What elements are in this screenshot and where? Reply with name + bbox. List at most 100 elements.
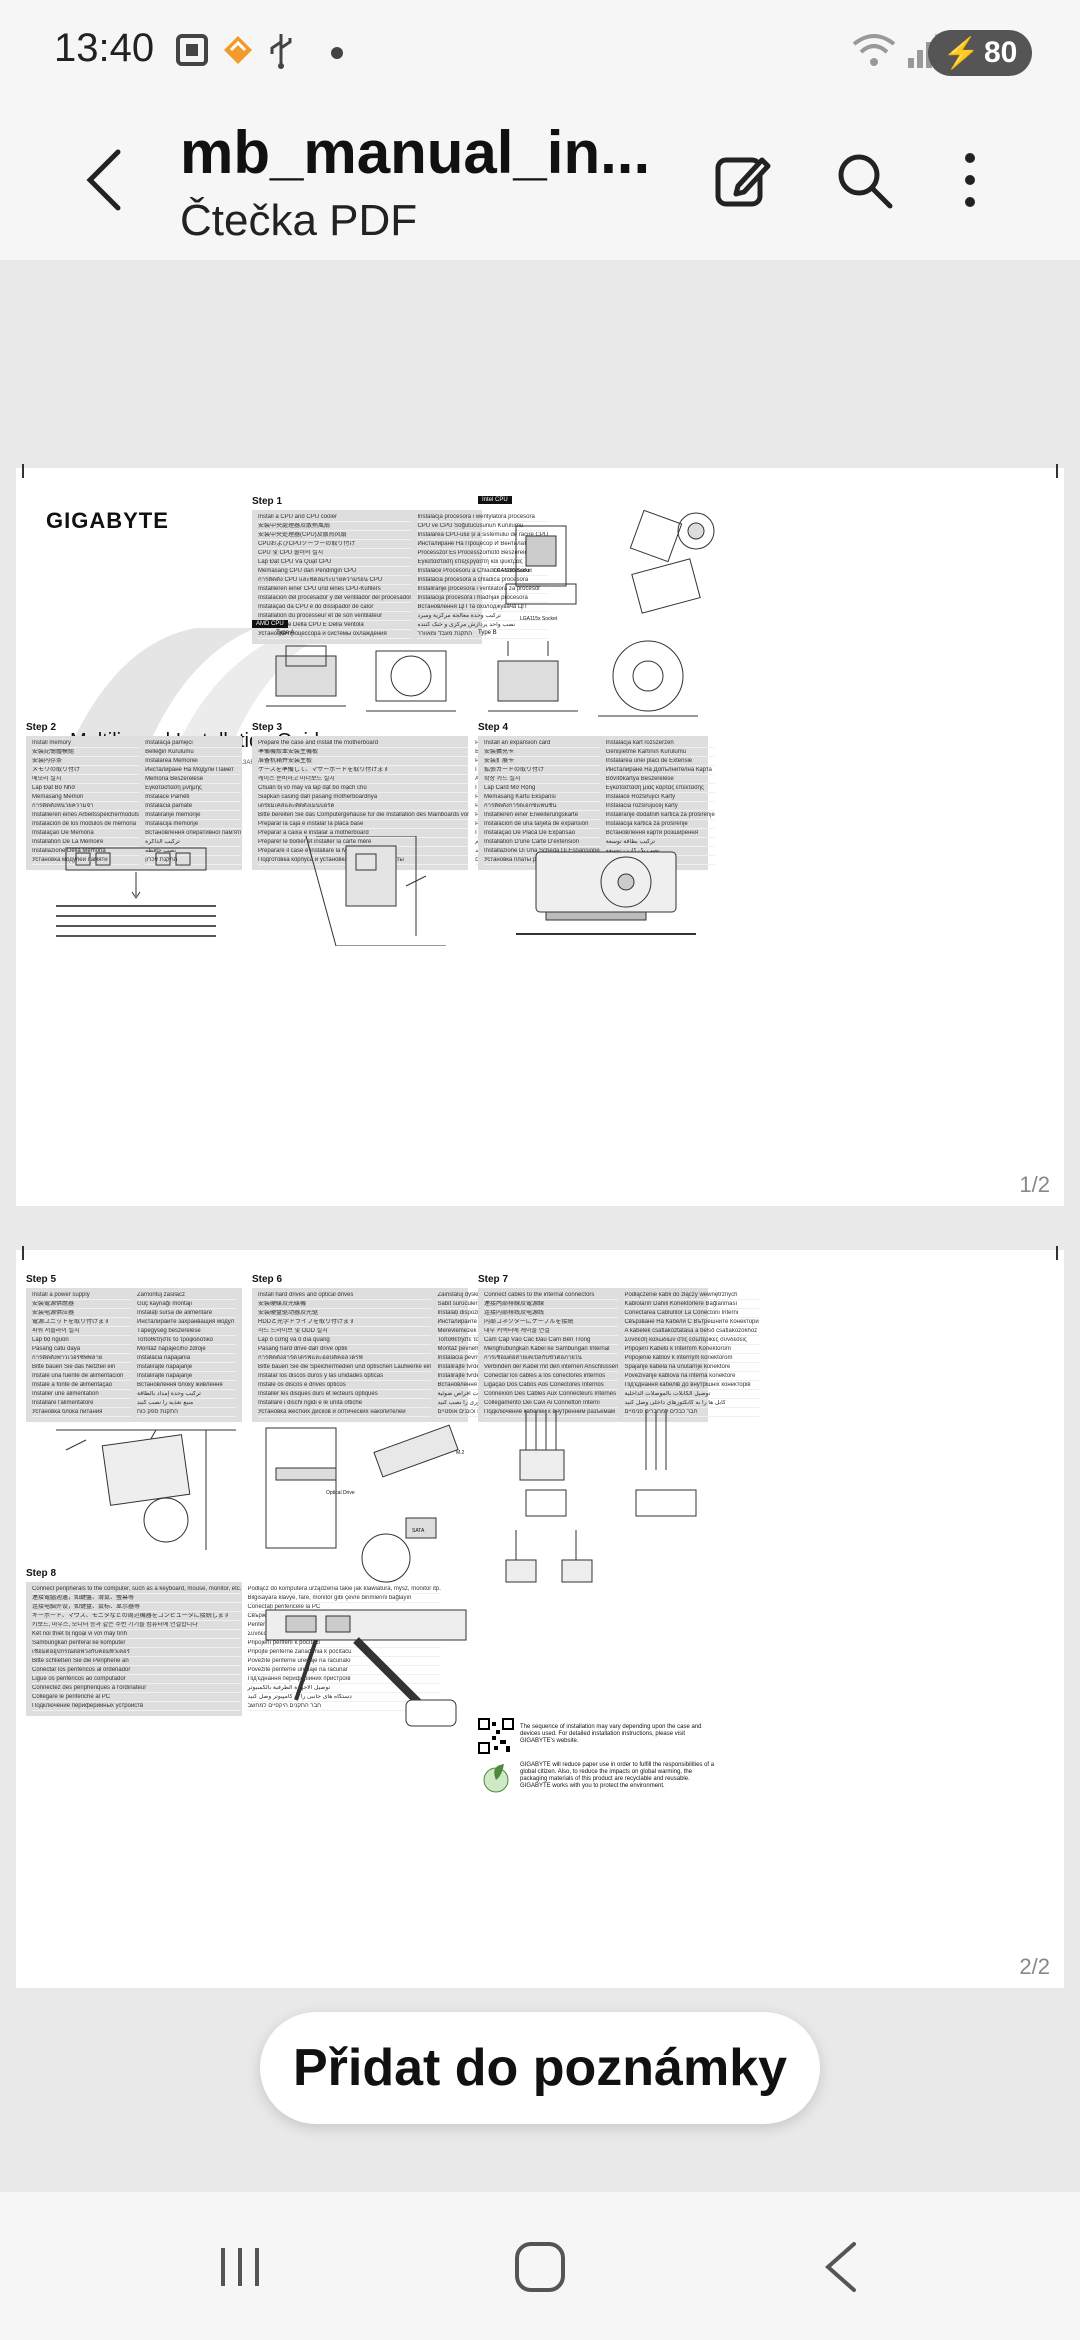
language-line: Connectez des périphériques à l'ordinate…	[32, 1685, 242, 1693]
language-line: Kết nối thiết bị ngoại vi với máy tính	[32, 1631, 242, 1639]
language-line: Bilgisayara klavye, fare, monitör gibi ç…	[247, 1595, 441, 1603]
language-line: Installieren eines Arbeitsspeichermoduls	[32, 812, 140, 820]
language-line: 파워 서플라이 설치	[32, 1328, 131, 1336]
sata-label: SATA	[412, 1528, 425, 1534]
language-line: Chuẩn bị vỏ máy và lắp đặt bo mạch chủ	[258, 785, 470, 793]
step-8-left-col: Connect peripherals to the computer, suc…	[32, 1586, 242, 1712]
language-line: Inštalácia rozširujúcej karty	[605, 803, 715, 811]
installation-sequence-note: The sequence of installation may vary de…	[520, 1724, 702, 1744]
language-line: Install a CPU and CPU cooler	[258, 514, 412, 522]
language-line: Τοποθετήστε το τροφοδοτικό	[137, 1337, 236, 1345]
language-line: Встановлення ЦП та охолоджувача ЦП	[417, 604, 549, 612]
language-line: Inštalácia procesora a chladiča procesor…	[417, 577, 549, 585]
language-line: Bitte bauen Sie das Netzteil ein	[32, 1364, 131, 1372]
language-line: Instalace Rozšiřující Karty	[605, 794, 715, 802]
language-line: 安装电源供应器	[32, 1310, 131, 1318]
language-line: Pripojte periférne zariadenia k počítaču	[247, 1649, 441, 1657]
status-bar: 13:40 ⚡80	[0, 0, 1080, 104]
language-line: Встановлення карти розширення	[605, 830, 715, 838]
motherboard-case-illustration	[305, 836, 446, 946]
back-icon	[824, 2242, 856, 2292]
language-line: Installation De La Mémoire	[32, 839, 140, 847]
language-line: Instalacja kart rozszerzeń	[605, 740, 715, 748]
language-line: 連接內部排線及電源線	[484, 1301, 619, 1309]
language-line: 확장 카드 설치	[484, 776, 600, 784]
system-back-button[interactable]	[800, 2232, 880, 2302]
language-line: חבר כבלים למחברים פנימיים	[624, 1409, 759, 1417]
language-line: Установка жестких дисков и оптических на…	[258, 1409, 432, 1417]
language-line: توصيل الأجهزة الطرفية بالكمبيوتر	[247, 1685, 441, 1693]
language-line: 拡張カードの取り付け	[484, 767, 600, 775]
more-options-button[interactable]	[930, 140, 1010, 220]
language-line: キーボード、マウス、モニタなどの周辺機器をコンピュータに接続します	[32, 1613, 242, 1621]
language-line: Lắp bộ nguồn	[32, 1337, 131, 1345]
language-line: CPU 및 CPU 쿨러의 설치	[258, 550, 412, 558]
add-to-note-button[interactable]: Přidat do poznámky	[260, 2012, 820, 2124]
page-number: 2/2	[1019, 1954, 1050, 1979]
app-badge-icon	[218, 30, 258, 75]
language-line: Instalace Procesoru a Chladiče Procesoru	[417, 568, 549, 576]
home-icon	[515, 2242, 565, 2292]
language-line: Memasang Memori	[32, 794, 140, 802]
pdf-viewer[interactable]: GIGABYTE Multilingual Installation Guide…	[0, 260, 1080, 2190]
optical-drive-label: Optical Drive	[326, 1490, 355, 1496]
language-line: CPU ve CPU Soğutucusunun Kurulumu	[417, 523, 549, 531]
amd-cooler-type-a-illustration	[266, 645, 456, 712]
language-line: Pripojenie káblov k interným konektorom	[624, 1355, 759, 1363]
home-button[interactable]	[500, 2232, 580, 2302]
language-line: 安裝電源供應器	[32, 1301, 131, 1309]
socket-a-label: LGA1200 Socket	[494, 568, 532, 574]
usb-icon	[266, 30, 296, 75]
language-line: Preparar a caixa e instalar a motherboar…	[258, 830, 470, 838]
step-7-heading: Step 7	[478, 1274, 509, 1285]
language-line: Instaliranje dodatnih kartica za prošire…	[605, 812, 715, 820]
step-8: Step 8 Connect peripherals to the comput…	[26, 1568, 441, 1716]
language-line: Conectar los cables a los conectores int…	[484, 1373, 619, 1381]
language-line: Güç kaynağı montajı	[137, 1301, 236, 1309]
language-line: Installer une alimentation	[32, 1391, 131, 1399]
language-line: Εγκατάσταση μιας κάρτας επέκτασης	[605, 785, 715, 793]
language-line: Collegamento Dei Cavi Ai Connettori Inte…	[484, 1400, 619, 1408]
language-line: Установка процессора и системы охлаждени…	[258, 631, 412, 639]
language-line: Instalirajte napajanje	[137, 1364, 236, 1372]
language-line: Siapkan casing dan pasang motherboardnya	[258, 794, 470, 802]
intel-cpu-illustration	[505, 509, 715, 614]
back-button[interactable]	[64, 140, 144, 220]
language-line: Подключение периферийных устройств	[32, 1703, 242, 1711]
language-line: Instale os discos e drives ópticos	[258, 1382, 432, 1390]
language-line: Instalacija kartica za proširenje	[605, 821, 715, 829]
language-line: Preparar la caja e instalar la placa bas…	[258, 821, 470, 829]
language-line: Инсталиране На Допълнителна Карта	[605, 767, 715, 775]
language-line: Memória Beszerelése	[145, 776, 242, 784]
crop-mark	[1056, 1246, 1076, 1260]
step-3-heading: Step 3	[252, 722, 283, 733]
language-line: Pasang catu daya	[32, 1346, 131, 1354]
language-line: HDDと光学ドライブを取り付けます	[258, 1319, 432, 1327]
language-line: Installation D'une Carte D'extension	[484, 839, 600, 847]
step-7-right-col: Podłączenie kabli do złączy wewnętrznych…	[624, 1292, 759, 1418]
language-line: 電源ユニットを取り付けます	[32, 1319, 131, 1327]
edit-button[interactable]	[702, 140, 782, 220]
recents-button[interactable]	[200, 2232, 280, 2302]
language-line: Povežite periferne uređaje na računalo	[247, 1658, 441, 1666]
language-line: התקנת ספק כוח	[137, 1409, 236, 1417]
language-line: 키보드, 마우스, 모니터 등과 같은 주변 기기를 컴퓨터에 연결합니다	[32, 1622, 242, 1630]
dot-icon	[330, 46, 344, 65]
language-line: منبع تغذیه را نصب کنید	[137, 1400, 236, 1408]
battery-charging-icon: ⚡	[942, 36, 980, 70]
environment-note: GIGABYTE will reduce paper use in order …	[520, 1762, 715, 1789]
search-button[interactable]	[824, 140, 904, 220]
language-line: 安装内存条	[32, 758, 140, 766]
language-line: Collegare le periferiche al PC	[32, 1694, 242, 1702]
language-line: 準備機殼並安裝主機板	[258, 749, 470, 757]
intel-cpu-tag: Intel CPU	[478, 496, 512, 504]
